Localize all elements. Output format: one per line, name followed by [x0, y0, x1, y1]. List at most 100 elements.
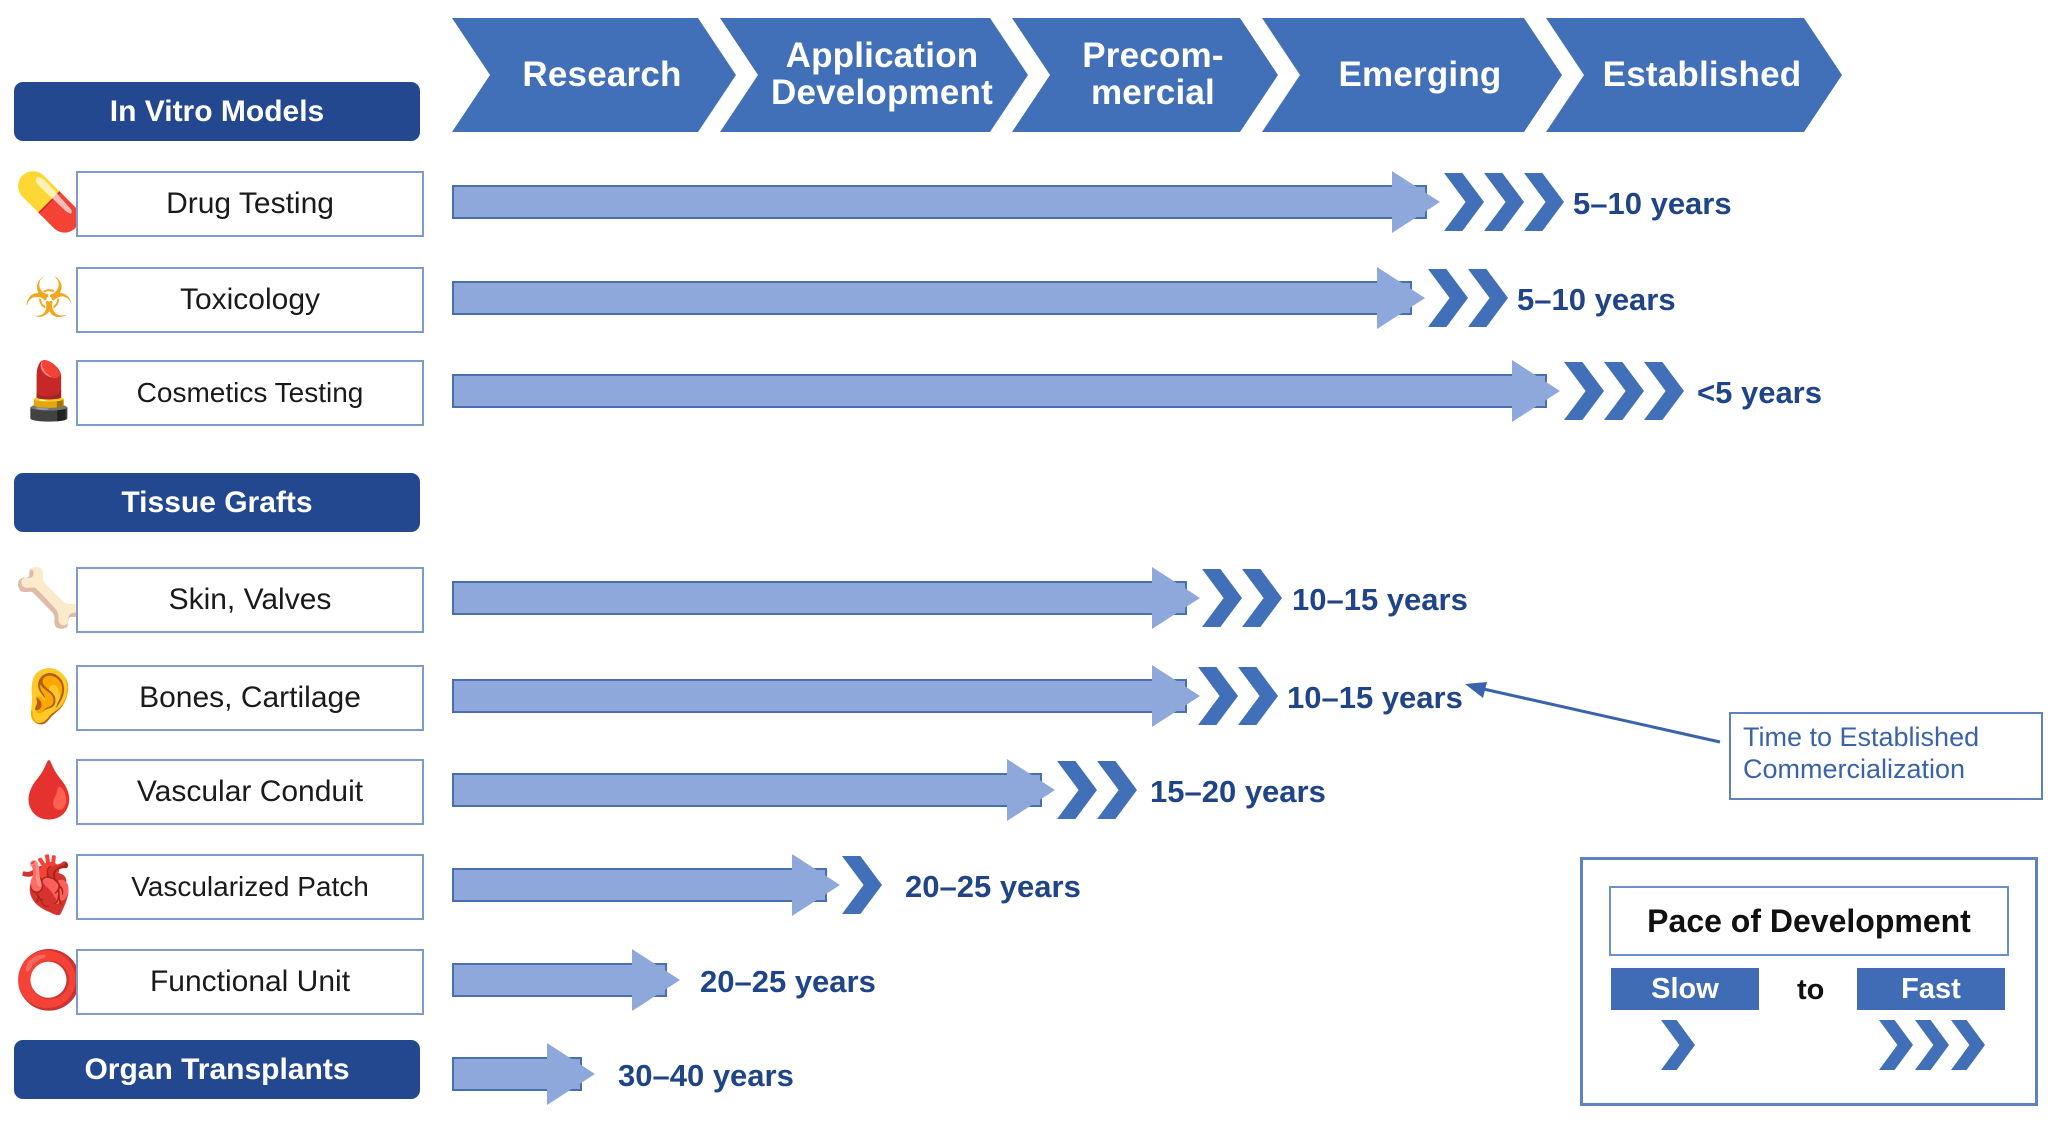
category-label: In Vitro Models: [109, 94, 325, 128]
legend-chip-slow: Slow: [1611, 968, 1759, 1010]
bar-arrowhead: [1152, 665, 1200, 727]
item-label: Skin, Valves: [168, 583, 332, 616]
bar-arrowhead: [547, 1043, 595, 1105]
item-functional-unit[interactable]: Functional Unit: [76, 949, 424, 1015]
callout-time-to-commercialization: Time to Established Commercialization: [1729, 712, 2043, 800]
pace-chevron: [1524, 173, 1564, 231]
mascara-icon: 💄: [14, 356, 84, 426]
pace-chevron: [1564, 362, 1604, 420]
capillary-net-icon: 🫀: [14, 850, 84, 920]
phase-label: Established: [1602, 54, 1802, 94]
years-label-vascularized-patch: 20–25 years: [905, 869, 1081, 904]
pace-chevron: [1057, 761, 1097, 819]
pace-chevron: [1644, 362, 1684, 420]
item-label: Cosmetics Testing: [136, 377, 364, 408]
item-label: Bones, Cartilage: [139, 681, 361, 714]
phase-emerging[interactable]: Emerging: [1262, 18, 1562, 132]
item-label: Vascularized Patch: [131, 871, 369, 902]
phase-research[interactable]: Research: [452, 18, 736, 132]
bar-bones-cartilage: [452, 679, 1187, 713]
category-label: Organ Transplants: [84, 1052, 350, 1086]
legend-title: Pace of Development: [1609, 886, 2009, 956]
skin-follicle-glyph: 🦴: [14, 566, 84, 629]
legend-chip-fast: Fast: [1857, 968, 2005, 1010]
years-label-skin-valves: 10–15 years: [1292, 582, 1468, 617]
organ-unit-icon: ⭕: [14, 945, 84, 1015]
mascara-glyph: 💄: [14, 359, 84, 422]
item-drug-testing[interactable]: Drug Testing: [76, 171, 424, 237]
legend-slow-label: Slow: [1651, 972, 1719, 1005]
years-label-vascular-conduit: 15–20 years: [1150, 774, 1326, 809]
bar-toxicology: [452, 281, 1412, 315]
legend-slow-chevron: [1661, 1020, 1695, 1070]
category-header-in-vitro-models: In Vitro Models: [14, 82, 420, 141]
item-skin-valves[interactable]: Skin, Valves: [76, 567, 424, 633]
phase-established[interactable]: Established: [1546, 18, 1842, 132]
pace-chevron: [1484, 173, 1524, 231]
item-toxicology[interactable]: Toxicology: [76, 267, 424, 333]
pace-chevron: [1428, 269, 1468, 327]
item-label: Toxicology: [179, 283, 321, 316]
phase-header-row: Research Application Development Precom-…: [452, 18, 2042, 132]
item-label: Drug Testing: [166, 187, 334, 220]
legend-fast-chevron: [1879, 1020, 1913, 1070]
years-label-bones-cartilage: 10–15 years: [1287, 680, 1463, 715]
bar-drug-testing: [452, 185, 1427, 219]
pace-chevron: [1604, 362, 1644, 420]
phase-precommercial[interactable]: Precom-mercial: [1012, 18, 1278, 132]
callout-line-1: Time to Established: [1743, 722, 1980, 752]
years-label-cosmetics-testing: <5 years: [1697, 375, 1822, 410]
bar-vascular-conduit: [452, 773, 1042, 807]
skin-follicle-icon: 🦴: [14, 563, 84, 633]
legend-fast-chevron: [1951, 1020, 1985, 1070]
category-label: Tissue Grafts: [121, 485, 313, 519]
phase-label: Research: [522, 54, 682, 94]
phase-application-development[interactable]: Application Development: [720, 18, 1028, 132]
bar-arrowhead: [792, 854, 840, 916]
phase-label: Application Development: [771, 36, 993, 112]
bar-arrowhead: [1152, 567, 1200, 629]
bar-arrowhead: [1392, 171, 1440, 233]
biohazard-glyph: ☣: [23, 266, 75, 329]
pace-chevron: [1468, 269, 1508, 327]
blood-vessel-glyph: 🩸: [14, 758, 84, 821]
biohazard-icon: ☣: [14, 263, 84, 333]
bar-arrowhead: [1007, 759, 1055, 821]
legend-to-label: to: [1797, 974, 1825, 1006]
years-label-organ-transplants: 30–40 years: [618, 1058, 794, 1093]
pace-chevron: [1202, 569, 1242, 627]
bar-skin-valves: [452, 581, 1187, 615]
callout-line-2: Commercialization: [1743, 753, 1966, 784]
bar-cosmetics-testing: [452, 374, 1547, 408]
item-vascular-conduit[interactable]: Vascular Conduit: [76, 759, 424, 825]
pace-chevron: [1242, 569, 1282, 627]
pace-chevron: [1198, 667, 1238, 725]
phase-label: Precom-mercial: [1082, 36, 1224, 112]
item-label: Functional Unit: [149, 965, 351, 998]
pace-chevron: [1238, 667, 1278, 725]
item-cosmetics-testing[interactable]: Cosmetics Testing: [76, 360, 424, 426]
ear-icon: 👂: [14, 661, 84, 731]
years-label-toxicology: 5–10 years: [1517, 282, 1676, 317]
category-header-organ-transplants: Organ Transplants: [14, 1040, 420, 1099]
bar-arrowhead: [1512, 360, 1560, 422]
pace-chevron: [842, 856, 882, 914]
legend-title-label: Pace of Development: [1647, 902, 1971, 939]
pace-chevron: [1097, 761, 1137, 819]
ear-glyph: 👂: [14, 664, 84, 727]
bar-arrowhead: [1377, 267, 1425, 329]
callout-connector: [1465, 682, 1721, 744]
legend-pace-of-development: Pace of Development Slow to Fast: [1580, 857, 2038, 1106]
capillary-net-glyph: 🫀: [14, 853, 84, 916]
years-label-drug-testing: 5–10 years: [1573, 186, 1732, 221]
blood-vessel-icon: 🩸: [14, 755, 84, 825]
item-bones-cartilage[interactable]: Bones, Cartilage: [76, 665, 424, 731]
phase-label: Emerging: [1338, 54, 1502, 94]
pill-bottle-glyph: 💊: [14, 170, 84, 233]
pace-chevron: [1444, 173, 1484, 231]
item-vascularized-patch[interactable]: Vascularized Patch: [76, 854, 424, 920]
years-label-functional-unit: 20–25 years: [700, 964, 876, 999]
legend-fast-chevron: [1915, 1020, 1949, 1070]
bar-vascularized-patch: [452, 868, 827, 902]
